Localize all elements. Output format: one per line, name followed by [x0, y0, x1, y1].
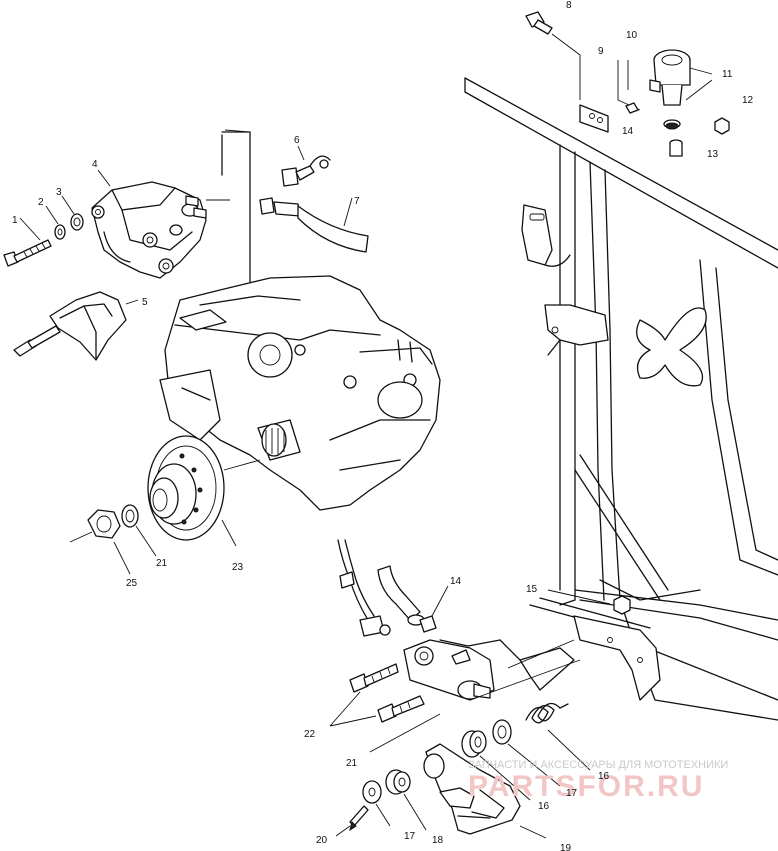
leader-3 [61, 195, 75, 215]
leader-21a [135, 525, 157, 557]
part-19-brake-pedal [423, 743, 521, 835]
callout-3: 3 [56, 187, 62, 198]
callout-8: 8 [566, 0, 572, 11]
part-18-bushing [385, 769, 411, 795]
callout-25: 25 [126, 578, 138, 589]
leader-25 [113, 541, 131, 575]
part-20-cotter-pin [349, 805, 369, 832]
leader-25-axis [69, 531, 93, 543]
callout-1: 1 [12, 215, 18, 226]
part-6-fitting [281, 155, 331, 187]
callout-23: 23 [232, 562, 244, 573]
callout-12: 12 [742, 95, 754, 106]
callout-10: 10 [626, 30, 638, 41]
leader-7 [343, 197, 353, 227]
part-12-nut [714, 117, 730, 135]
callout-7: 7 [354, 196, 360, 207]
part-17-washer-b [362, 780, 382, 804]
part-22-bolt-b [377, 695, 425, 723]
callout-17-a: 17 [566, 788, 578, 799]
watermark-logo: PARTSFOR.RU [468, 770, 704, 803]
callout-19: 19 [560, 843, 572, 851]
pedal-mount-plate [519, 615, 661, 701]
part-17-bushing-a [492, 719, 512, 745]
leader-23 [221, 519, 237, 547]
callout-15: 15 [526, 584, 538, 595]
part-7-hose [259, 197, 369, 253]
part-15-nut [613, 595, 631, 615]
part-25-nut [87, 509, 121, 539]
leader-1 [19, 217, 41, 241]
callout-11: 11 [722, 69, 733, 80]
leader-19 [519, 825, 547, 839]
leader-16a [547, 729, 591, 771]
part-3-washer [70, 213, 84, 231]
part-5-brake-pads [13, 291, 127, 361]
part-16-bushing [461, 730, 487, 758]
leader-15 [547, 589, 611, 605]
part-4-caliper [91, 181, 207, 279]
leader-18 [403, 793, 427, 831]
callout-5: 5 [142, 297, 148, 308]
callout-16-bushing: 16 [538, 801, 550, 812]
callout-17-b: 17 [404, 831, 416, 842]
part-16-return-spring [525, 702, 569, 724]
callout-14-bottom: 14 [450, 576, 462, 587]
callout-20: 20 [316, 835, 328, 846]
watermark-tagline: ЗАПЧАСТИ И АКСЕССУАРЫ ДЛЯ МОТОТЕХНИКИ [468, 759, 728, 771]
leader-22 [329, 691, 377, 727]
leader-21b [369, 713, 441, 753]
leader-14b [431, 585, 449, 617]
leader-8 [551, 33, 581, 100]
callout-6: 6 [294, 135, 300, 146]
part-1-bolt [3, 239, 52, 267]
part-4-mount-screws [185, 195, 207, 219]
callout-16-spring: 16 [598, 771, 610, 782]
callout-13: 13 [707, 149, 719, 160]
part-8-bolt [525, 11, 553, 35]
callout-9: 9 [598, 46, 604, 57]
leader-11 [689, 67, 713, 75]
master-cylinder-bracket [403, 639, 521, 701]
leader-9 [617, 60, 641, 111]
gearcase-housing [159, 131, 441, 511]
part-21-washer [121, 504, 139, 528]
leader-17a [507, 743, 561, 787]
brake-cable [337, 539, 391, 637]
callout-14-top: 14 [622, 126, 634, 137]
leader-16b [479, 755, 531, 801]
disc-to-shaft-line [223, 459, 261, 471]
part-11-switch [649, 49, 691, 106]
leader-17b [375, 803, 391, 827]
brake-line-hose [377, 565, 425, 626]
leader-2 [45, 205, 59, 225]
part-23-brake-disc [147, 435, 225, 541]
part-9-bracket [579, 104, 609, 133]
assembly-guides [469, 639, 581, 701]
part-14-clamp [419, 615, 437, 633]
leader-11b [685, 79, 713, 101]
callout-4: 4 [92, 159, 98, 170]
leader-6 [297, 145, 305, 161]
leader-4 [97, 169, 111, 187]
part-14-grommet [625, 102, 681, 130]
leader-20 [335, 825, 351, 837]
part-22-bolt-a [349, 663, 399, 693]
callout-18: 18 [432, 835, 444, 846]
vehicle-frame [464, 77, 778, 721]
callout-21-top: 21 [156, 558, 168, 569]
callout-2: 2 [38, 197, 44, 208]
part-13-spacer [669, 139, 683, 157]
part-2-washer [54, 224, 66, 240]
callout-22: 22 [304, 729, 316, 740]
callout-21-bottom: 21 [346, 758, 358, 769]
leader-5 [125, 299, 139, 305]
